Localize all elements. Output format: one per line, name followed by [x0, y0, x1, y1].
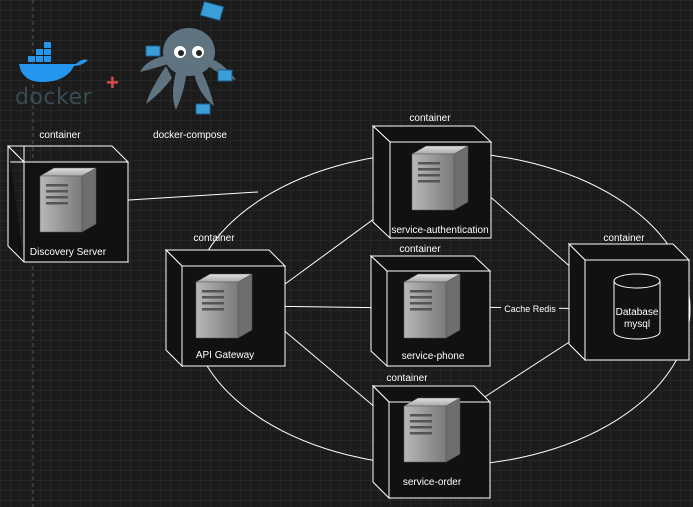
docker-logo: docker	[15, 42, 93, 110]
container-caption: container	[399, 244, 441, 255]
container-caption: container	[409, 113, 451, 124]
container-api-gateway[interactable]: container API Gateway	[164, 233, 287, 368]
cache-label-bg	[501, 302, 559, 314]
docker-whale-icon	[19, 42, 88, 82]
container-database[interactable]: container Database mysql	[567, 233, 691, 362]
server-icon	[403, 273, 461, 339]
container-caption: container	[193, 233, 235, 244]
edge-label-cache-redis: Cache Redis	[504, 304, 556, 314]
node-label-order: service-order	[403, 477, 462, 488]
container-service-phone[interactable]: container service-phone	[369, 244, 492, 368]
container-caption: container	[603, 233, 645, 244]
container-service-authentication[interactable]: container service-authentication	[371, 113, 493, 240]
plus-sign: +	[106, 70, 119, 95]
node-label-gateway: API Gateway	[196, 350, 254, 361]
docker-compose-icon	[140, 1, 236, 115]
node-label-discovery: Discovery Server	[30, 247, 107, 258]
server-icon	[195, 273, 253, 339]
container-caption: container	[386, 373, 428, 384]
server-icon	[403, 397, 461, 463]
node-label-phone: service-phone	[402, 351, 465, 362]
docker-text: docker	[15, 85, 93, 110]
docker-compose-label: docker-compose	[153, 130, 227, 141]
container-discovery-server[interactable]: container Discovery Server	[6, 130, 130, 264]
container-caption: container	[39, 130, 81, 141]
server-icon	[39, 167, 97, 233]
node-label-database-line2: mysql	[624, 319, 650, 330]
server-icon	[411, 145, 469, 211]
database-cylinder-icon	[613, 273, 661, 340]
node-label-auth: service-authentication	[391, 225, 488, 236]
node-label-database-line1: Database	[616, 307, 659, 318]
container-service-order[interactable]: container service-order	[371, 373, 492, 500]
